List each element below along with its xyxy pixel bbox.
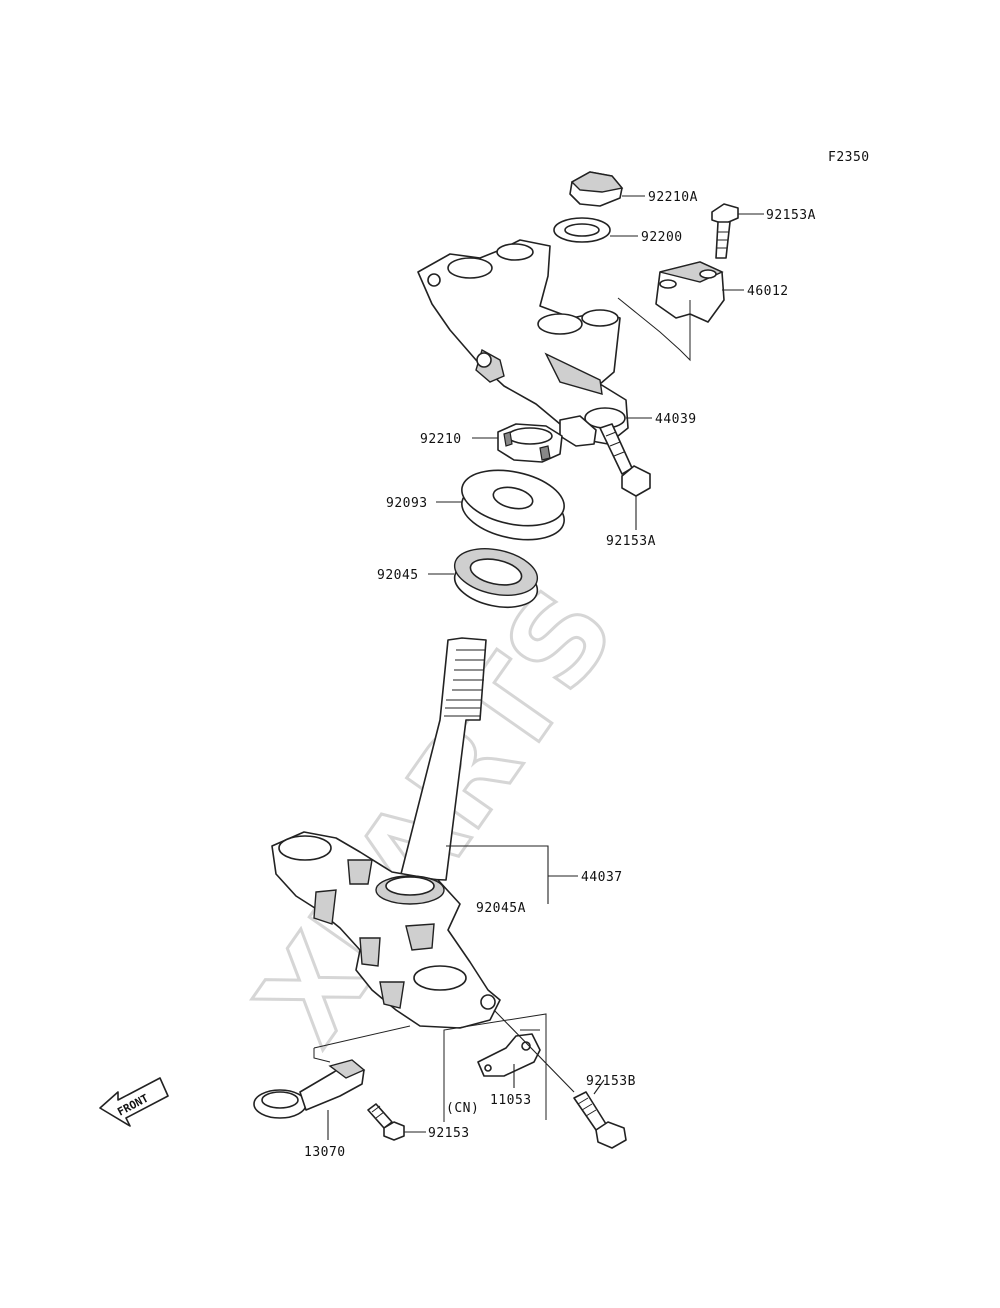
bolt-92153 xyxy=(367,1103,426,1141)
stem-nut-92210 xyxy=(472,423,563,463)
label-46012: 46012 xyxy=(747,284,789,299)
label-92210: 92210 xyxy=(420,432,462,447)
label-11053: 11053 xyxy=(490,1093,532,1108)
cap-nut-92210A xyxy=(569,171,645,207)
label-92153: 92153 xyxy=(428,1126,470,1141)
label-92045A: 92045A xyxy=(476,901,526,916)
front-arrow: FRONT xyxy=(99,1077,169,1127)
figure-code: F2350 xyxy=(828,150,870,165)
washer-92200 xyxy=(553,217,638,243)
bolt-92153A-mid xyxy=(599,423,651,530)
steering-stem-44037 xyxy=(271,637,578,1029)
label-92045: 92045 xyxy=(377,568,419,583)
label-92200: 92200 xyxy=(641,230,683,245)
bolt-92153A-top xyxy=(711,203,764,259)
label-92093: 92093 xyxy=(386,496,428,511)
handlebar-holder-46012 xyxy=(617,261,744,362)
label-92153A-mid: 92153A xyxy=(606,534,656,549)
bearing-92045 xyxy=(428,548,539,609)
seal-92093 xyxy=(436,469,565,541)
upper-bracket-44039 xyxy=(417,239,652,447)
clamp-13070 xyxy=(253,1025,411,1140)
label-92153A-top: 92153A xyxy=(766,208,816,223)
bolt-92153B xyxy=(493,1009,627,1149)
label-13070: 13070 xyxy=(304,1145,346,1160)
label-CN: (CN) xyxy=(446,1101,479,1116)
label-92210A: 92210A xyxy=(648,190,698,205)
label-44039: 44039 xyxy=(655,412,697,427)
label-92153B: 92153B xyxy=(586,1074,636,1089)
label-44037: 44037 xyxy=(581,870,623,885)
bracket-11053 xyxy=(443,1013,547,1120)
